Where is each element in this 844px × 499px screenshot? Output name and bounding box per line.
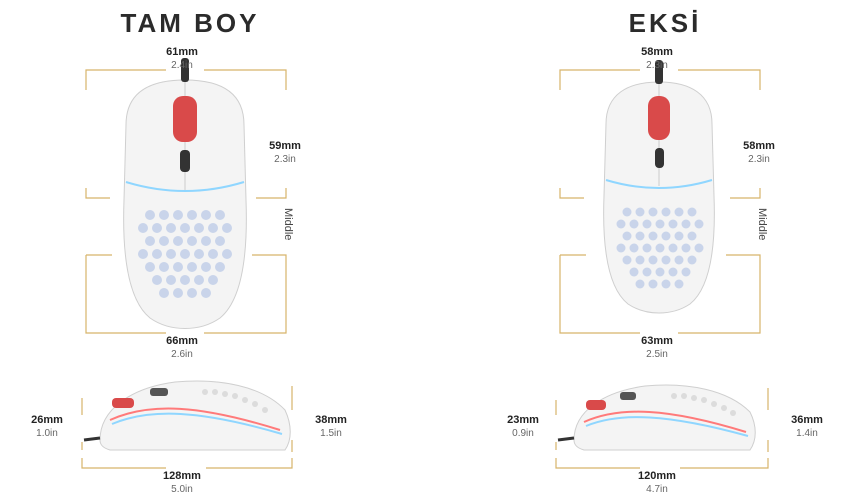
side-length-right: 120mm 4.7in [638,470,676,495]
mouse-top-image [603,60,715,314]
side-rear-height-right: 36mm 1.4in [791,414,823,439]
mouse-side-image [557,384,756,451]
bottom-width-left: 66mm 2.6in [166,335,198,360]
front-length-right: 58mm 2.3in [743,140,775,165]
front-length-left: 59mm 2.3in [269,140,301,165]
side-rear-height-left: 38mm 1.5in [315,414,347,439]
side-length-left: 128mm 5.0in [163,470,201,495]
side-front-height-left: 26mm 1.0in [31,414,63,439]
side-front-height-right: 23mm 0.9in [507,414,539,439]
title-eksi: EKSİ [628,8,702,38]
dimension-brackets [85,69,287,334]
top-view-left [85,58,287,334]
title-tam-boy: TAM BOY [120,8,260,38]
top-width-right: 58mm 2.3in [641,46,673,71]
side-view-left [81,380,293,469]
dimension-brackets [555,388,769,469]
dimension-brackets [81,386,293,469]
dimension-brackets [559,69,761,334]
mouse-top-image [123,58,247,329]
top-width-left: 61mm 2.4in [166,46,198,71]
bottom-width-right: 63mm 2.5in [641,335,673,360]
mouse-side-image [83,380,291,451]
